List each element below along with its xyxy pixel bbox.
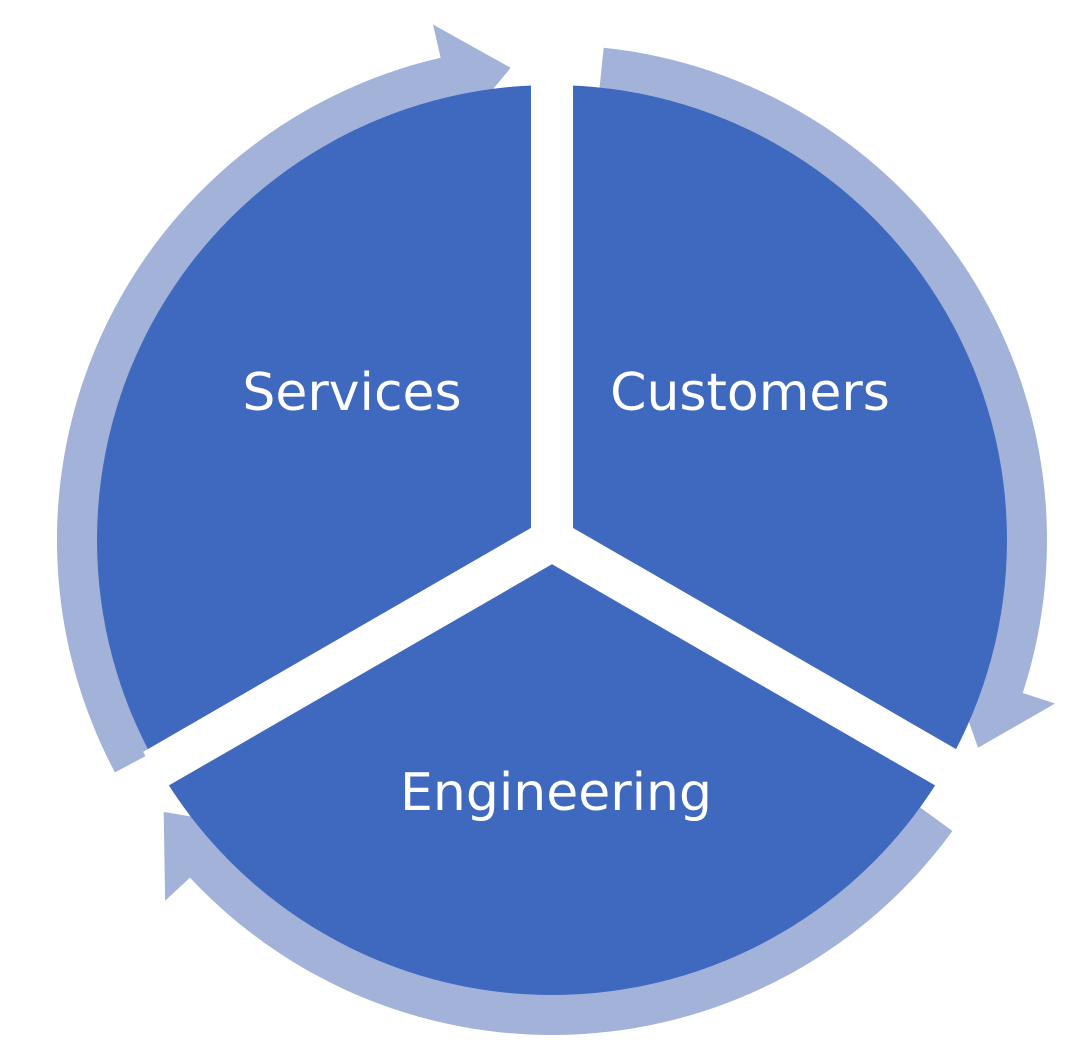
segment-label-services: Services: [242, 363, 461, 423]
cycle-labels: Services Customers Engineering: [242, 363, 889, 823]
segment-label-customers: Customers: [610, 363, 890, 423]
segment-label-engineering: Engineering: [400, 763, 712, 823]
cycle-arrow-customers-to-engineering: [599, 47, 1056, 748]
segment-engineering: [157, 540, 947, 995]
cycle-arrow-engineering-to-services: [163, 806, 953, 1035]
cycle-segments: [97, 80, 1007, 995]
segment-divider: [541, 521, 961, 789]
segment-divider: [143, 521, 563, 789]
